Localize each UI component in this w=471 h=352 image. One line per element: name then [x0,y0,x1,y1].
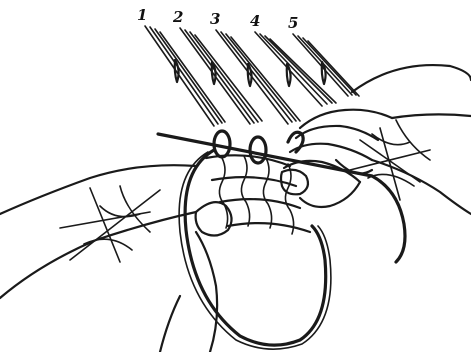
needle-label-2: 2 [172,8,183,26]
left-hand [0,165,232,352]
needle-label-4: 4 [250,12,260,30]
needle-label-1: 1 [137,6,147,24]
needle-label-5: 5 [288,14,298,32]
needle-label-3: 3 [210,10,220,28]
needle-5 [293,34,359,96]
